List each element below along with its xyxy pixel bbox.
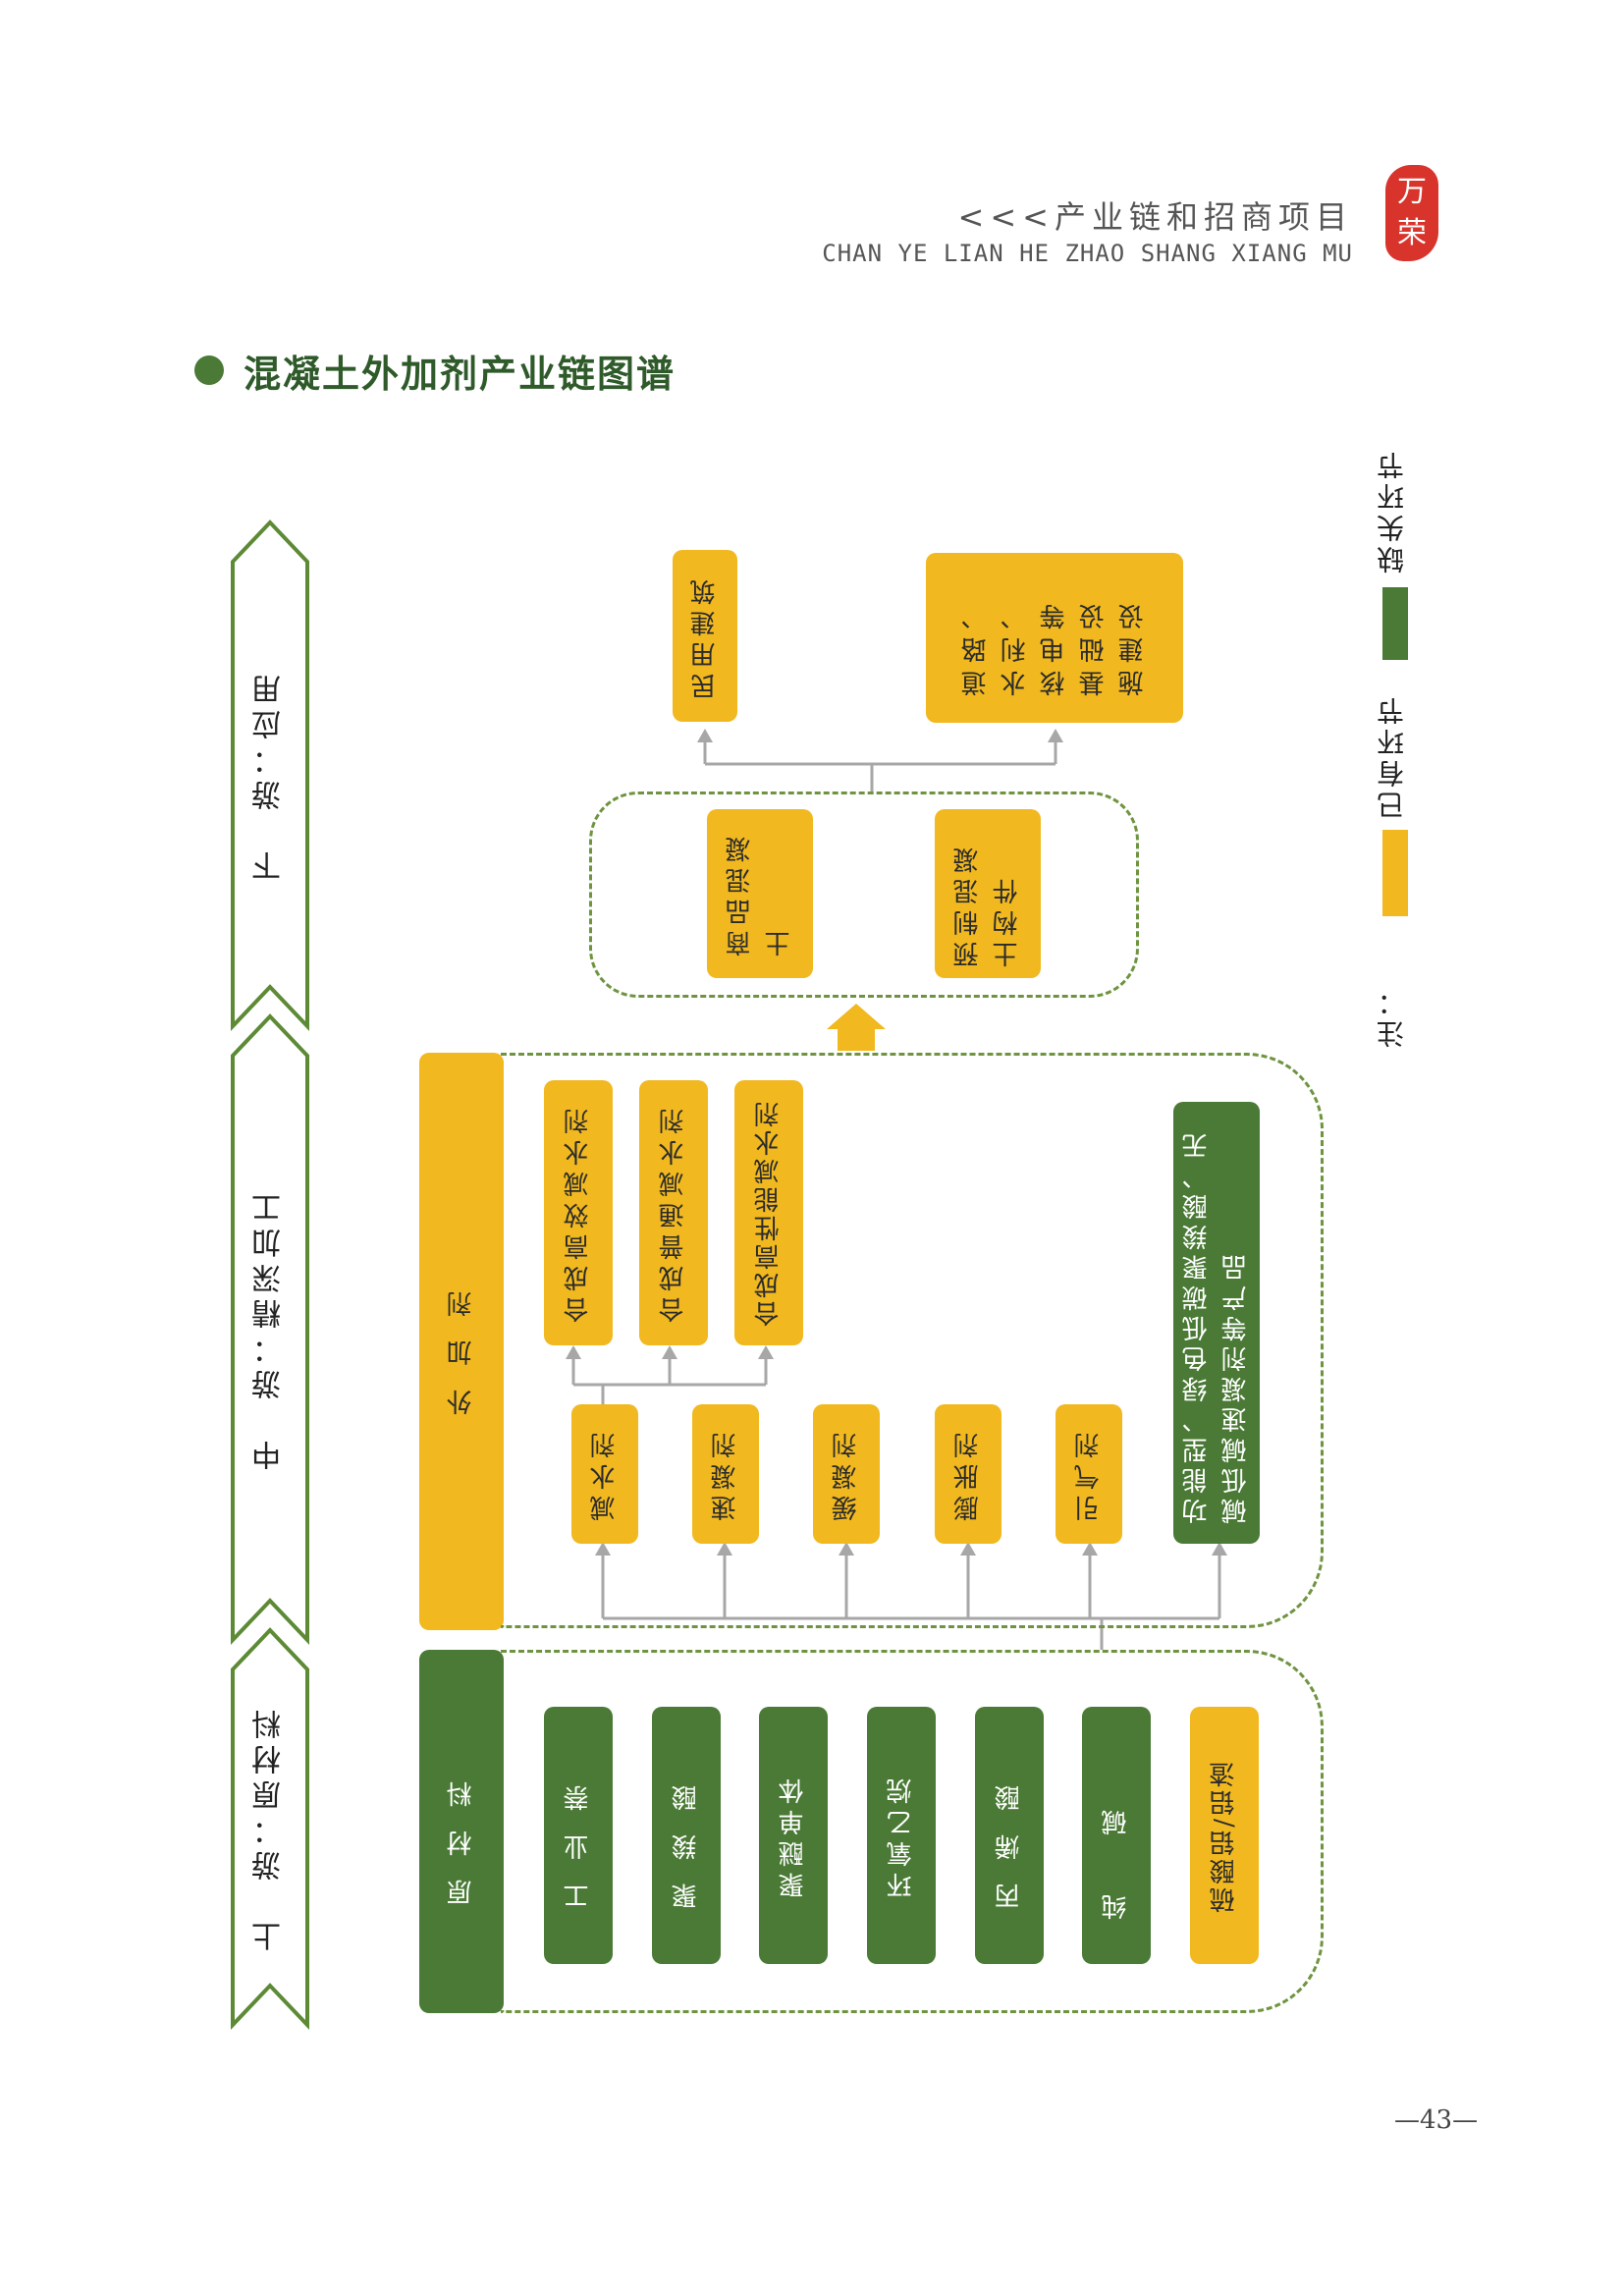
cat-retarder: 缓凝剂 [813, 1404, 880, 1544]
arrowhead-cat-6 [1212, 1542, 1227, 1556]
legend-missing-label: 缺失环节 [1376, 448, 1408, 574]
arrowhead-cat-4 [960, 1542, 976, 1556]
legend-missing-wrap: 缺失环节 [1373, 442, 1412, 579]
page-number: —43— [1394, 2105, 1479, 2135]
material-soda-ash: 纯碱 [1082, 1707, 1151, 1964]
stage-arrow-downstream [231, 519, 309, 1032]
seal-logo: 万 荣 [1385, 165, 1438, 261]
group-upstream [501, 1650, 1324, 2013]
legend-existing-label: 已有环节 [1376, 693, 1408, 819]
stage-arrow-upstream [231, 1627, 309, 2031]
type-high-efficiency: 合成高效减水剂 [544, 1080, 613, 1345]
material-polyether-monomer: 聚醚单体 [759, 1707, 828, 1964]
material-polycarboxylic-acid: 聚羧酸 [652, 1707, 721, 1964]
legend-missing-swatch [1382, 587, 1408, 660]
missing-functional-products: 功能型、绿色低碳聚羧酸、无碱低碱速凝剂等产品 [1173, 1102, 1260, 1544]
connector-reducer-types [571, 1355, 768, 1404]
type-ordinary: 合成普通减水剂 [639, 1080, 708, 1345]
arrowhead-polyether [825, 1825, 839, 1840]
stage-arrow-midstream [231, 1013, 309, 1646]
stage-label-upstream-wrap: 上 游：原材料 [233, 1669, 307, 1986]
stage-label-midstream: 中 游：精深加工 [252, 1186, 287, 1470]
material-industrial-naphthalene: 工业萘 [544, 1707, 613, 1964]
group-midstream [501, 1053, 1324, 1628]
page-title: 混凝土外加剂产业链图谱 [244, 353, 677, 396]
arrowhead-cat-1 [595, 1542, 611, 1556]
seal-char-top: 万 [1397, 175, 1427, 209]
arrowhead-app-2 [1048, 729, 1063, 742]
cat-water-reducer: 减水剂 [571, 1404, 638, 1544]
cat-accelerator: 速凝剂 [692, 1404, 759, 1544]
arrowhead-cat-2 [717, 1542, 732, 1556]
legend-existing-swatch [1382, 830, 1408, 916]
upstream-raw-materials: 原材料 [419, 1650, 504, 2013]
legend-existing-wrap: 已有环节 [1373, 687, 1412, 825]
material-aluminum-sulfate: 硫酸铝/铝渣 [1190, 1707, 1259, 1964]
arrowhead-type-3 [758, 1345, 774, 1359]
title-bullet [194, 355, 224, 385]
arrowhead-cat-5 [1082, 1542, 1098, 1556]
arrowhead-app-1 [697, 729, 713, 742]
legend-note-wrap: 注： [1373, 985, 1412, 1048]
header-title: <<<产业链和招商项目 [957, 198, 1353, 236]
group-downstream-products [589, 792, 1139, 998]
product-commercial-concrete: 商品混凝土 [707, 809, 813, 978]
cat-air-entraining: 引气剂 [1056, 1404, 1122, 1544]
material-ethylene-oxide: 环氧乙烷 [867, 1707, 936, 1964]
up-arrow-icon [827, 1004, 886, 1051]
arrowhead-type-1 [566, 1345, 581, 1359]
seal-char-bottom: 荣 [1397, 216, 1427, 250]
material-acrylic-acid: 丙烯酸 [975, 1707, 1044, 1964]
app-infrastructure: 道路、水利、核电等基础设施建设 [926, 553, 1183, 723]
cat-expansive: 膨胀剂 [935, 1404, 1001, 1544]
arrowhead-type-2 [662, 1345, 677, 1359]
type-high-performance: 合成高性能减水剂 [734, 1080, 803, 1345]
product-precast-concrete: 预制混凝土构件 [935, 809, 1041, 978]
header-subtitle: CHAN YE LIAN HE ZHAO SHANG XIANG MU [822, 240, 1353, 267]
connector-products-apps [703, 738, 1057, 792]
midstream-admixture: 外加剂 [419, 1053, 504, 1630]
stage-label-midstream-wrap: 中 游：精深加工 [233, 1056, 307, 1601]
stage-label-upstream: 上 游：原材料 [252, 1704, 287, 1951]
legend-note: 注： [1376, 985, 1408, 1048]
stage-label-downstream: 下 游：应用 [252, 668, 287, 881]
arrowhead-cat-3 [839, 1542, 854, 1556]
app-civil-building: 民用建筑 [673, 550, 737, 722]
connector-raw-categories [601, 1552, 1221, 1650]
stage-label-downstream-wrap: 下 游：应用 [233, 562, 307, 987]
